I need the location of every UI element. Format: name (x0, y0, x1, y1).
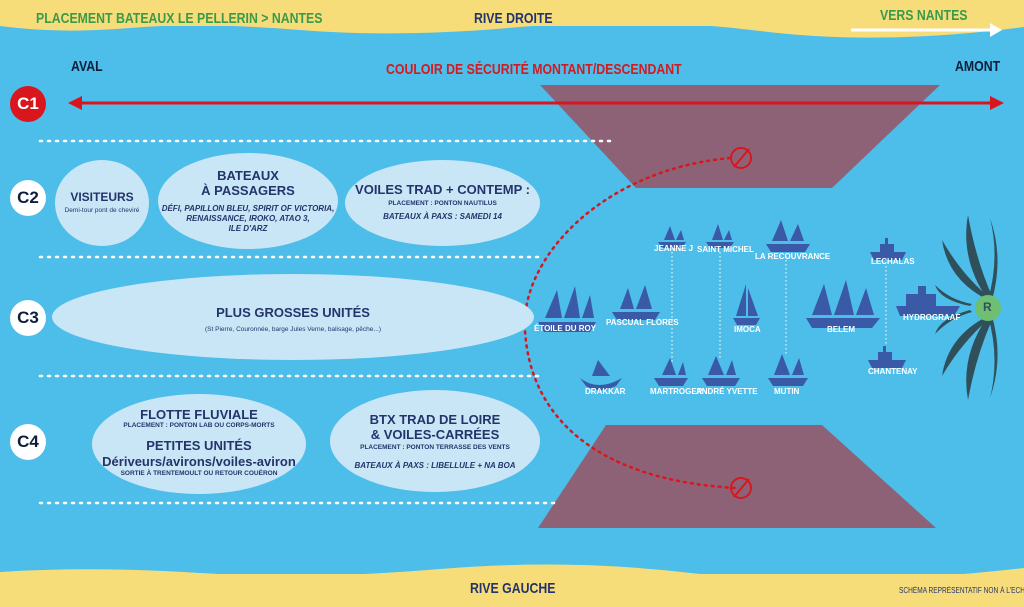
petites-title: PETITES UNITÉS (146, 438, 252, 453)
arrow-head-left (68, 96, 82, 110)
ship-drakkar-icon (580, 360, 622, 390)
ship-recouvrance-icon (766, 220, 810, 252)
boat-label-pascual-flores: PASCUAL FLORES (606, 318, 679, 327)
rive-gauche-label: RIVE GAUCHE (470, 580, 556, 597)
amont-label: AMONT (955, 58, 1001, 75)
boat-label-drakkar: DRAKKAR (585, 387, 626, 396)
btx-placement: PLACEMENT : PONTON TERRASSE DES VENTS (360, 444, 510, 451)
flotte-placement: PLACEMENT : PONTON LAB OU CORPS-MORTS (123, 422, 275, 429)
zone-grosses-unites: PLUS GROSSES UNITÉS (St Pierre, Couronné… (52, 274, 534, 360)
btx-title-1: BTX TRAD DE LOIRE (369, 412, 501, 427)
ship-hydrograaf-icon (896, 286, 960, 316)
boat-label-jeanne-j: JEANNE J (654, 244, 694, 253)
zone-badge-c2: C2 (10, 180, 46, 216)
grosses-title: PLUS GROSSES UNITÉS (216, 305, 370, 320)
ship-saint-michel-icon (706, 224, 734, 248)
turning-arc (523, 156, 737, 490)
lane-separators (38, 139, 614, 505)
ship-etoile-du-roy-icon (538, 286, 596, 332)
aval-label: AVAL (71, 58, 103, 75)
grosses-sub: (St Pierre, Couronnée, barge Jules Verne… (205, 326, 381, 333)
flotte-title: FLOTTE FLUVIALE (140, 407, 258, 422)
ship-lechalas-icon (870, 238, 906, 260)
zone-btx-trad-loire: BTX TRAD DE LOIRE & VOILES-CARRÉES PLACE… (330, 390, 540, 492)
boat-label-andre-yvette: ANDRÉ YVETTE (696, 387, 758, 396)
petites-derive: Dériveurs/avirons/voiles-aviron (102, 454, 296, 469)
petites-sortie: SORTIE À TRENTEMOULT OU RETOUR COUËRON (120, 470, 278, 477)
vers-nantes-arrow (990, 23, 1002, 37)
no-entry-icon-bottom (730, 477, 752, 499)
ship-belem-icon (806, 280, 880, 328)
scale-note: SCHÉMA REPRÉSENTATIF NON À L'ECHELLE (899, 586, 1024, 595)
ship-andre-yvette-icon (702, 356, 740, 386)
visiteurs-sub: Demi-tour pont de cheviré (64, 207, 140, 214)
boat-label-imoca: IMOCA (734, 325, 761, 334)
boat-label-mutin: MUTIN (774, 387, 800, 396)
boat-label-chantenay: CHANTENAY (868, 367, 918, 376)
bottom-exclusion-zone (538, 425, 936, 528)
boat-label-etoile-du-roy: ÉTOILE DU ROY (534, 324, 597, 333)
top-bank-edge (0, 0, 1024, 38)
passagers-list-1: DÉFI, PAPILLON BLEU, SPIRIT OF VICTORIA, (161, 204, 335, 213)
ship-mutin-icon (768, 354, 808, 386)
ship-martroger-icon (654, 358, 688, 386)
boat-label-saint-michel: SAINT MICHEL (697, 245, 754, 254)
zone-badge-c1: C1 (10, 86, 46, 122)
passagers-title-1: BATEAUX (217, 168, 279, 183)
zone-visiteurs: VISITEURS Demi-tour pont de cheviré (55, 160, 149, 246)
couloir-label: COULOIR DE SÉCURITÉ MONTANT/DESCENDANT (386, 61, 682, 78)
passagers-title-2: À PASSAGERS (201, 183, 295, 198)
zone-badge-c3: C3 (10, 300, 46, 336)
rive-droite-label: RIVE DROITE (474, 10, 553, 27)
page-title: PLACEMENT BATEAUX LE PELLERIN > NANTES (36, 10, 323, 27)
passagers-list-2: RENAISSANCE, IROKO, ATAO 3, (186, 214, 310, 223)
ship-imoca-icon (733, 284, 760, 325)
zone-badge-c4: C4 (10, 424, 46, 460)
ship-jeanne-j-icon (658, 226, 686, 248)
btx-paxs: BATEAUX À PAXS : LIBELLULE + NA BOA (354, 461, 516, 470)
ship-pascual-flores-icon (612, 285, 660, 320)
zone-bateaux-passagers: BATEAUX À PASSAGERS DÉFI, PAPILLON BLEU,… (158, 153, 338, 249)
zone-flotte-fluviale: FLOTTE FLUVIALE PLACEMENT : PONTON LAB O… (92, 394, 306, 494)
btx-title-2: & VOILES-CARRÉES (370, 427, 500, 442)
fountain-icon (935, 215, 998, 400)
passagers-list-3: ILE D'ARZ (228, 224, 268, 233)
ship-chantenay-icon (868, 346, 906, 368)
boat-label-martroger: MARTROGER (650, 387, 703, 396)
marker-r-label: R (983, 300, 992, 314)
voiles-title: VOILES TRAD + CONTEMP : (355, 182, 530, 197)
zone-voiles-trad: VOILES TRAD + CONTEMP : PLACEMENT : PONT… (345, 160, 540, 246)
vers-nantes-label: VERS NANTES (880, 7, 968, 24)
connector-lines (671, 252, 887, 362)
top-exclusion-zone (540, 85, 940, 188)
visiteurs-title: VISITEURS (70, 190, 134, 204)
bottom-bank-edge (0, 564, 1024, 607)
no-entry-icon-top (730, 147, 752, 169)
voiles-paxs: BATEAUX À PAXS : SAMEDI 14 (383, 212, 502, 221)
arrow-head-right (990, 96, 1004, 110)
voiles-placement: PLACEMENT : PONTON NAUTILUS (388, 200, 497, 207)
boat-label-belem: BELEM (827, 325, 855, 334)
boat-label-recouvrance: LA RECOUVRANCE (755, 252, 831, 261)
boat-label-hydrograaf: HYDROGRAAF (903, 313, 961, 322)
boat-label-lechalas: LECHALAS (871, 257, 915, 266)
boat-icons (538, 220, 960, 390)
